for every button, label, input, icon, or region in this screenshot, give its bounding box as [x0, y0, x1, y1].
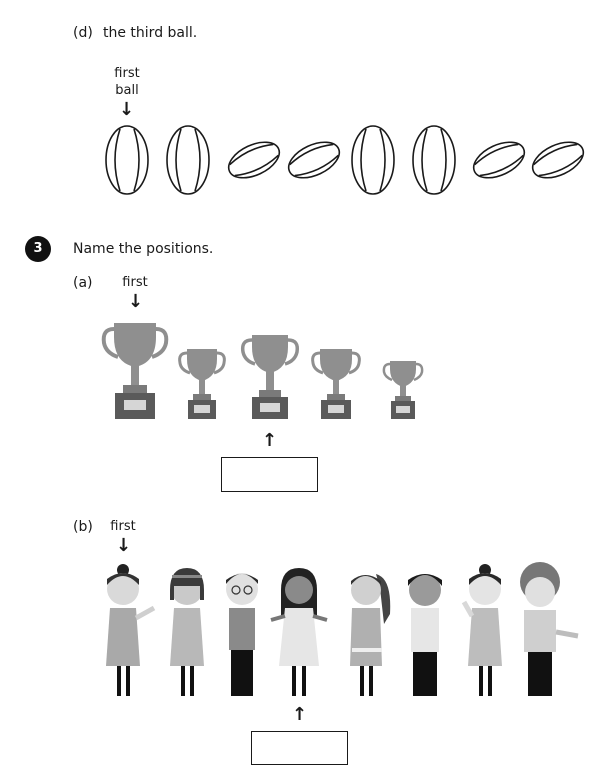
rugby-ball-icon [412, 125, 456, 195]
first-trophy-arrow-icon: ↓ [128, 291, 144, 312]
trophy-answer-arrow-icon: ↑ [262, 430, 278, 451]
child-figure-icon [408, 574, 442, 696]
part-d-text: the third ball. [103, 25, 198, 41]
rugby-ball-icon [166, 125, 210, 195]
child-figure-icon [520, 562, 579, 696]
rugby-ball-icon [287, 141, 341, 179]
rugby-ball-icon [105, 125, 149, 195]
first-child-arrow-icon: ↓ [116, 535, 132, 556]
child-figure-icon [461, 564, 502, 696]
rugby-ball-icon [227, 141, 281, 179]
trophy-icon [382, 361, 424, 419]
part-d-label: (d) [73, 25, 93, 41]
first-ball-label-line2: ball [115, 83, 139, 98]
children-row [106, 562, 579, 696]
trophy-icon [178, 349, 226, 419]
question-number-badge: 3 [25, 236, 51, 262]
child-figure-icon [106, 564, 156, 696]
first-ball-arrow-icon: ↓ [119, 99, 135, 120]
rugby-ball-icon [472, 141, 526, 179]
part-b-label: (b) [73, 519, 93, 535]
trophy-icon [311, 349, 361, 419]
rugby-ball-icon [531, 141, 585, 179]
child-figure-icon [270, 568, 328, 696]
first-ball-label-line1: first [114, 66, 140, 81]
question-instruction: Name the positions. [73, 241, 214, 257]
rugby-ball-icon [351, 125, 395, 195]
first-trophy-label: first [122, 275, 148, 290]
trophy-icon [240, 335, 300, 419]
first-child-label: first [110, 519, 136, 534]
child-figure-icon [170, 568, 204, 696]
trophies-row [101, 323, 424, 419]
child-answer-box[interactable] [251, 731, 348, 765]
trophy-answer-box[interactable] [221, 457, 318, 492]
child-answer-arrow-icon: ↑ [292, 704, 308, 725]
child-figure-icon [226, 573, 258, 696]
part-a-label: (a) [73, 275, 93, 291]
trophy-icon [101, 323, 169, 419]
child-figure-icon [350, 574, 391, 696]
rugby-balls-row [105, 125, 585, 195]
